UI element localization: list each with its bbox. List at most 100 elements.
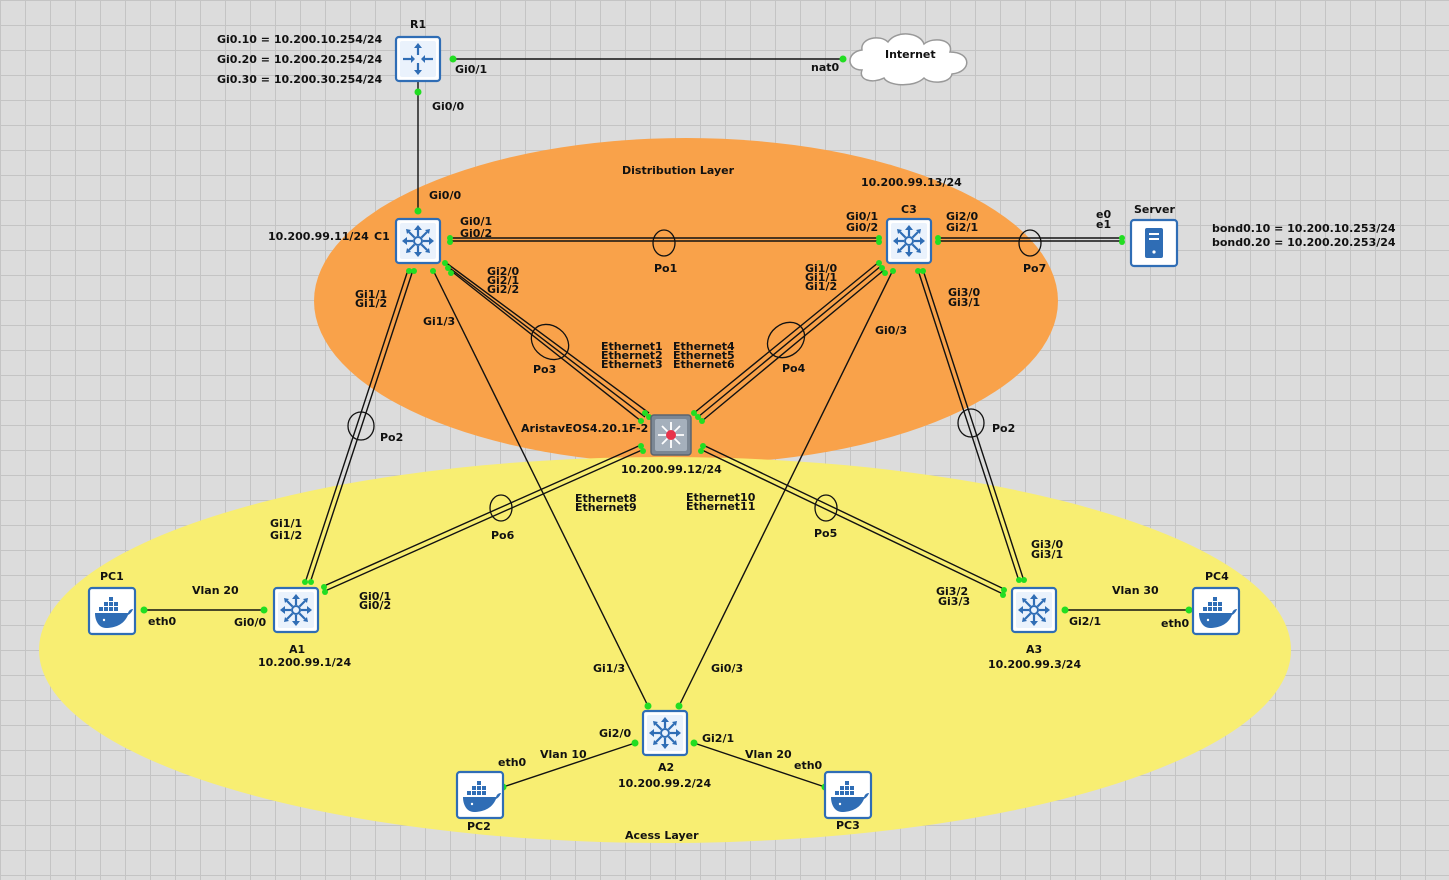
port-label: Ethernet5 [673, 349, 735, 362]
pc4-name: PC4 [1205, 570, 1229, 583]
port-label: Ethernet3 [601, 358, 663, 371]
port-label: Gi0/3 [711, 662, 743, 675]
distribution-zone-label: Distribution Layer [622, 164, 735, 177]
port-label: Gi1/2 [270, 529, 302, 542]
port-label: Gi2/2 [487, 283, 519, 296]
port-label: Gi0/0 [429, 189, 461, 202]
port-label: nat0 [811, 61, 840, 74]
a2-address: 10.200.99.2/24 [618, 777, 711, 790]
c1-name: C1 [374, 230, 390, 243]
port-label: Gi1/0 [805, 262, 837, 275]
server-bond-20: bond0.20 = 10.200.20.253/24 [1212, 236, 1396, 249]
router-r1[interactable] [394, 35, 442, 83]
port-label: Gi1/1 [270, 517, 302, 530]
port-label: Gi1/1 [805, 271, 837, 284]
port-label: Gi2/1 [946, 221, 978, 234]
portchannel-label: Po2 [992, 422, 1015, 435]
port-label: Ethernet2 [601, 349, 663, 362]
pc2-name: PC2 [467, 820, 491, 833]
port-label: e1 [1096, 218, 1111, 231]
pc1-name: PC1 [100, 570, 124, 583]
port-label: Gi1/2 [355, 297, 387, 310]
port-label: Gi0/1 [460, 215, 492, 228]
port-label: Gi3/0 [1031, 538, 1063, 551]
switch-c3[interactable] [885, 217, 933, 265]
portchannel-label: Po2 [380, 431, 403, 444]
r1-subif-30: Gi0.30 = 10.200.30.254/24 [217, 73, 383, 86]
port-label: Ethernet6 [673, 358, 735, 371]
port-label: Gi0/2 [846, 221, 878, 234]
port-label: Gi0/2 [359, 599, 391, 612]
port-label: eth0 [1161, 617, 1190, 630]
internet-cloud[interactable]: Internet [849, 33, 968, 86]
port-label: Gi0/2 [460, 227, 492, 240]
port-label: Gi0/0 [432, 100, 464, 113]
port-label: Gi1/3 [423, 315, 455, 328]
a2-name: A2 [658, 761, 674, 774]
port-label: Gi2/0 [599, 727, 631, 740]
host-pc1[interactable] [87, 586, 137, 636]
switch-a3[interactable] [1010, 586, 1058, 634]
port-label: Gi1/2 [805, 280, 837, 293]
portchannel-label: Po5 [814, 527, 837, 540]
vlan-label: Vlan 20 [745, 748, 792, 761]
server[interactable] [1129, 218, 1179, 268]
port-label: Gi0/3 [875, 324, 907, 337]
switch-a2[interactable] [641, 709, 689, 757]
internet-label: Internet [885, 48, 936, 61]
port-label: Gi2/0 [487, 265, 519, 278]
port-label: eth0 [794, 759, 823, 772]
arista-name: AristavEOS4.20.1F-2 [521, 422, 648, 435]
a3-address: 10.200.99.3/24 [988, 658, 1081, 671]
arista-address: 10.200.99.12/24 [621, 463, 722, 476]
port-label: Gi0/1 [846, 210, 878, 223]
port-label: Gi0/1 [455, 63, 487, 76]
vlan-label: Vlan 30 [1112, 584, 1159, 597]
access-zone [39, 457, 1291, 843]
port-label: Gi3/2 [936, 585, 968, 598]
port-label: Gi2/1 [1069, 615, 1101, 628]
port-label: Gi0/1 [359, 590, 391, 603]
a1-address: 10.200.99.1/24 [258, 656, 351, 669]
arista-switch[interactable] [650, 414, 692, 456]
server-name: Server [1134, 203, 1175, 216]
r1-subif-20: Gi0.20 = 10.200.20.254/24 [217, 53, 383, 66]
port-label: Gi0/0 [234, 616, 266, 629]
r1-subif-10: Gi0.10 = 10.200.10.254/24 [217, 33, 383, 46]
port-label: Ethernet9 [575, 501, 637, 514]
vlan-label: Vlan 20 [192, 584, 239, 597]
c1-address: 10.200.99.11/24 [268, 230, 369, 243]
distribution-zone [314, 138, 1058, 464]
r1-name: R1 [410, 18, 426, 31]
port-label: Gi2/0 [946, 210, 978, 223]
port-label: Gi3/1 [948, 296, 980, 309]
a3-name: A3 [1026, 643, 1042, 656]
port-label: Gi3/0 [948, 286, 980, 299]
pc3-name: PC3 [836, 819, 860, 832]
portchannel-label: Po4 [782, 362, 806, 375]
port-label: Gi2/1 [487, 274, 519, 287]
host-pc2[interactable] [455, 770, 505, 820]
portchannel-label: Po3 [533, 363, 556, 376]
port-label: eth0 [498, 756, 527, 769]
port-label: Gi3/1 [1031, 548, 1063, 561]
port-label: e0 [1096, 208, 1111, 221]
switch-a1[interactable] [272, 586, 320, 634]
port-label: Gi1/3 [593, 662, 625, 675]
port-label: Ethernet4 [673, 340, 735, 353]
c3-address: 10.200.99.13/24 [861, 176, 962, 189]
host-pc3[interactable] [823, 770, 873, 820]
host-pc4[interactable] [1191, 586, 1241, 636]
port-label: Ethernet1 [601, 340, 663, 353]
port-label: eth0 [148, 615, 177, 628]
switch-c1[interactable] [394, 217, 442, 265]
links [144, 58, 1189, 788]
port-label: Ethernet8 [575, 492, 637, 505]
port-label: Gi2/1 [702, 732, 734, 745]
port-label: Gi3/3 [938, 595, 970, 608]
port-label: Gi1/1 [355, 288, 387, 301]
vlan-label: Vlan 10 [540, 748, 587, 761]
port-label: Ethernet11 [686, 500, 755, 513]
portchannel-label: Po6 [491, 529, 515, 542]
port-label: Ethernet10 [686, 491, 756, 504]
